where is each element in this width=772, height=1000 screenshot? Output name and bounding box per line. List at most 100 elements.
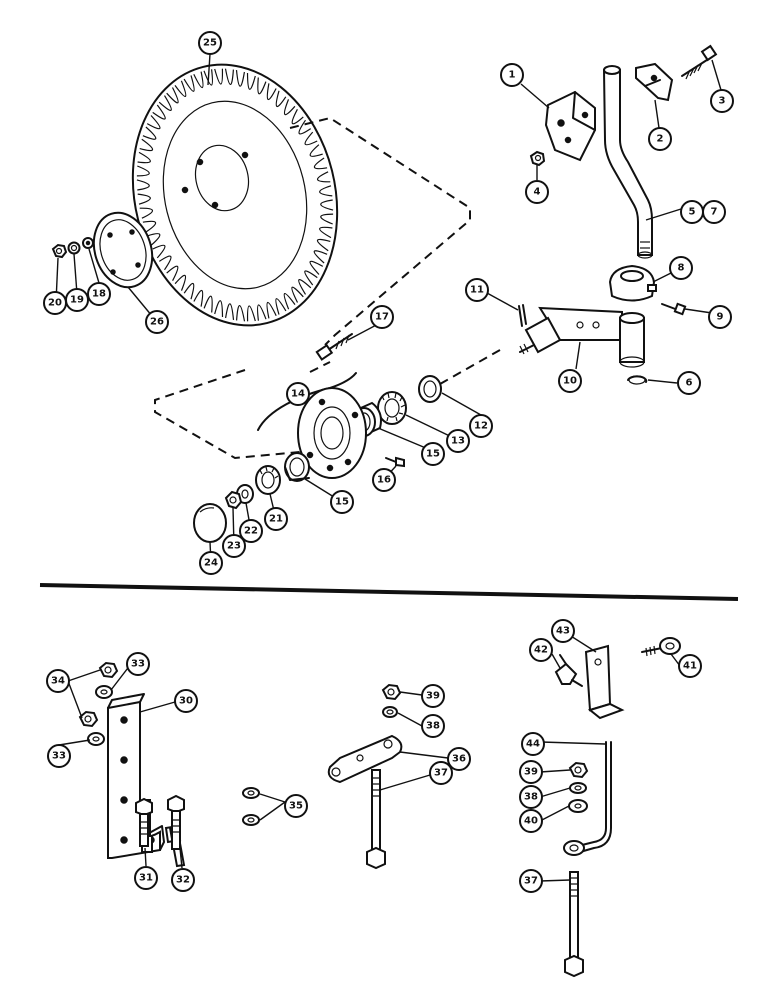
disc-flute — [316, 171, 331, 183]
svg-text:21: 21 — [269, 514, 283, 525]
callout-4: 4 — [525, 180, 549, 204]
svg-text:13: 13 — [451, 436, 465, 447]
svg-text:34: 34 — [51, 676, 65, 687]
snap-ring — [627, 375, 648, 385]
svg-text:3: 3 — [719, 96, 726, 107]
svg-text:17: 17 — [375, 312, 389, 323]
disc-flute — [246, 305, 256, 322]
disc-flute — [214, 300, 224, 318]
disc-flute — [257, 77, 267, 95]
coulter-arm-shaft — [602, 65, 653, 259]
disc-flute — [214, 68, 224, 85]
assembly-dash-disc — [289, 116, 471, 346]
disc-flute — [236, 304, 246, 322]
callout-37-mid: 37 — [429, 761, 453, 785]
disc-flute — [136, 179, 150, 191]
long-bolt-37-right — [564, 871, 584, 978]
callout-18: 18 — [87, 282, 111, 306]
callout-41: 41 — [678, 654, 702, 678]
disc-flute — [203, 69, 214, 86]
svg-text:14: 14 — [291, 389, 305, 400]
link-strap — [327, 734, 403, 784]
bearing-cup-lower — [284, 452, 310, 482]
svg-text:2: 2 — [657, 134, 664, 145]
svg-text:4: 4 — [534, 187, 541, 198]
callout-39-mid: 39 — [421, 684, 445, 708]
callout-32: 32 — [171, 868, 195, 892]
svg-text:24: 24 — [204, 558, 218, 569]
svg-text:39: 39 — [426, 691, 440, 702]
svg-text:15: 15 — [426, 449, 440, 460]
lock-washer-35-lower — [242, 814, 260, 826]
disc-flute — [166, 87, 179, 104]
disc-flute — [137, 193, 151, 205]
disc-flute — [283, 99, 296, 116]
disc-flute — [304, 131, 318, 146]
callout-24: 24 — [199, 551, 223, 575]
disc-flute — [291, 109, 304, 125]
disc-flute — [183, 75, 195, 92]
callout-3: 3 — [710, 89, 734, 113]
svg-text:6: 6 — [686, 378, 693, 389]
disc-flute — [320, 213, 334, 225]
callout-16: 16 — [372, 468, 396, 492]
disc-flute — [174, 80, 187, 97]
callout-35: 35 — [284, 794, 308, 818]
svg-text:41: 41 — [683, 661, 697, 672]
lock-washer-38-mid — [382, 706, 398, 718]
callout-12: 12 — [469, 414, 493, 438]
disc-flute — [147, 233, 161, 246]
callout-6: 6 — [677, 371, 701, 395]
disc-flute — [298, 119, 312, 135]
callout-15-lower: 15 — [330, 490, 354, 514]
svg-text:5: 5 — [689, 207, 696, 218]
hook-rod — [563, 741, 612, 856]
callout-26: 26 — [145, 310, 169, 334]
disc-flute — [224, 68, 234, 86]
disc-flute — [152, 244, 166, 259]
disc-flute — [275, 90, 287, 107]
eye-bolt — [641, 637, 681, 657]
roller-bearing-21 — [255, 465, 281, 495]
disc-flute — [166, 265, 179, 281]
svg-text:44: 44 — [526, 739, 540, 750]
disc-flute — [142, 126, 157, 140]
disc-flute — [313, 157, 328, 170]
hex-nut-34-lower — [78, 710, 99, 728]
callout-34: 34 — [46, 669, 70, 693]
svg-text:10: 10 — [563, 376, 577, 387]
callout-38-right: 38 — [519, 785, 543, 809]
disc-flute — [136, 165, 150, 177]
disc-flute — [225, 303, 235, 320]
disc-flute — [266, 83, 277, 101]
callout-17: 17 — [370, 305, 394, 329]
grease-fitting — [385, 456, 405, 468]
callout-1: 1 — [500, 63, 524, 87]
disc-flute — [320, 199, 334, 211]
clamp-clip — [635, 62, 674, 102]
roller-bearing-13 — [377, 391, 407, 425]
svg-text:33: 33 — [131, 659, 145, 670]
callout-14: 14 — [286, 382, 310, 406]
svg-text:15: 15 — [335, 497, 349, 508]
disc-flute — [158, 95, 172, 111]
svg-text:18: 18 — [92, 289, 106, 300]
disc-flute — [193, 71, 204, 89]
disc-flute — [256, 304, 267, 321]
callout-30: 30 — [174, 689, 198, 713]
disc-flute — [316, 238, 331, 252]
lock-washer-33-lower — [87, 732, 105, 746]
callout-9: 9 — [708, 305, 732, 329]
svg-text:36: 36 — [452, 754, 466, 765]
callout-42: 42 — [529, 638, 553, 662]
lock-washer-33-upper — [95, 685, 113, 699]
small-washer-18 — [82, 237, 94, 249]
disc-flute — [183, 283, 195, 300]
disc-flute — [266, 301, 277, 319]
disc-flute — [319, 185, 333, 197]
disc-flute — [152, 104, 166, 120]
section-divider — [39, 583, 739, 601]
callout-25: 25 — [198, 31, 222, 55]
coulter-disc — [131, 63, 339, 327]
